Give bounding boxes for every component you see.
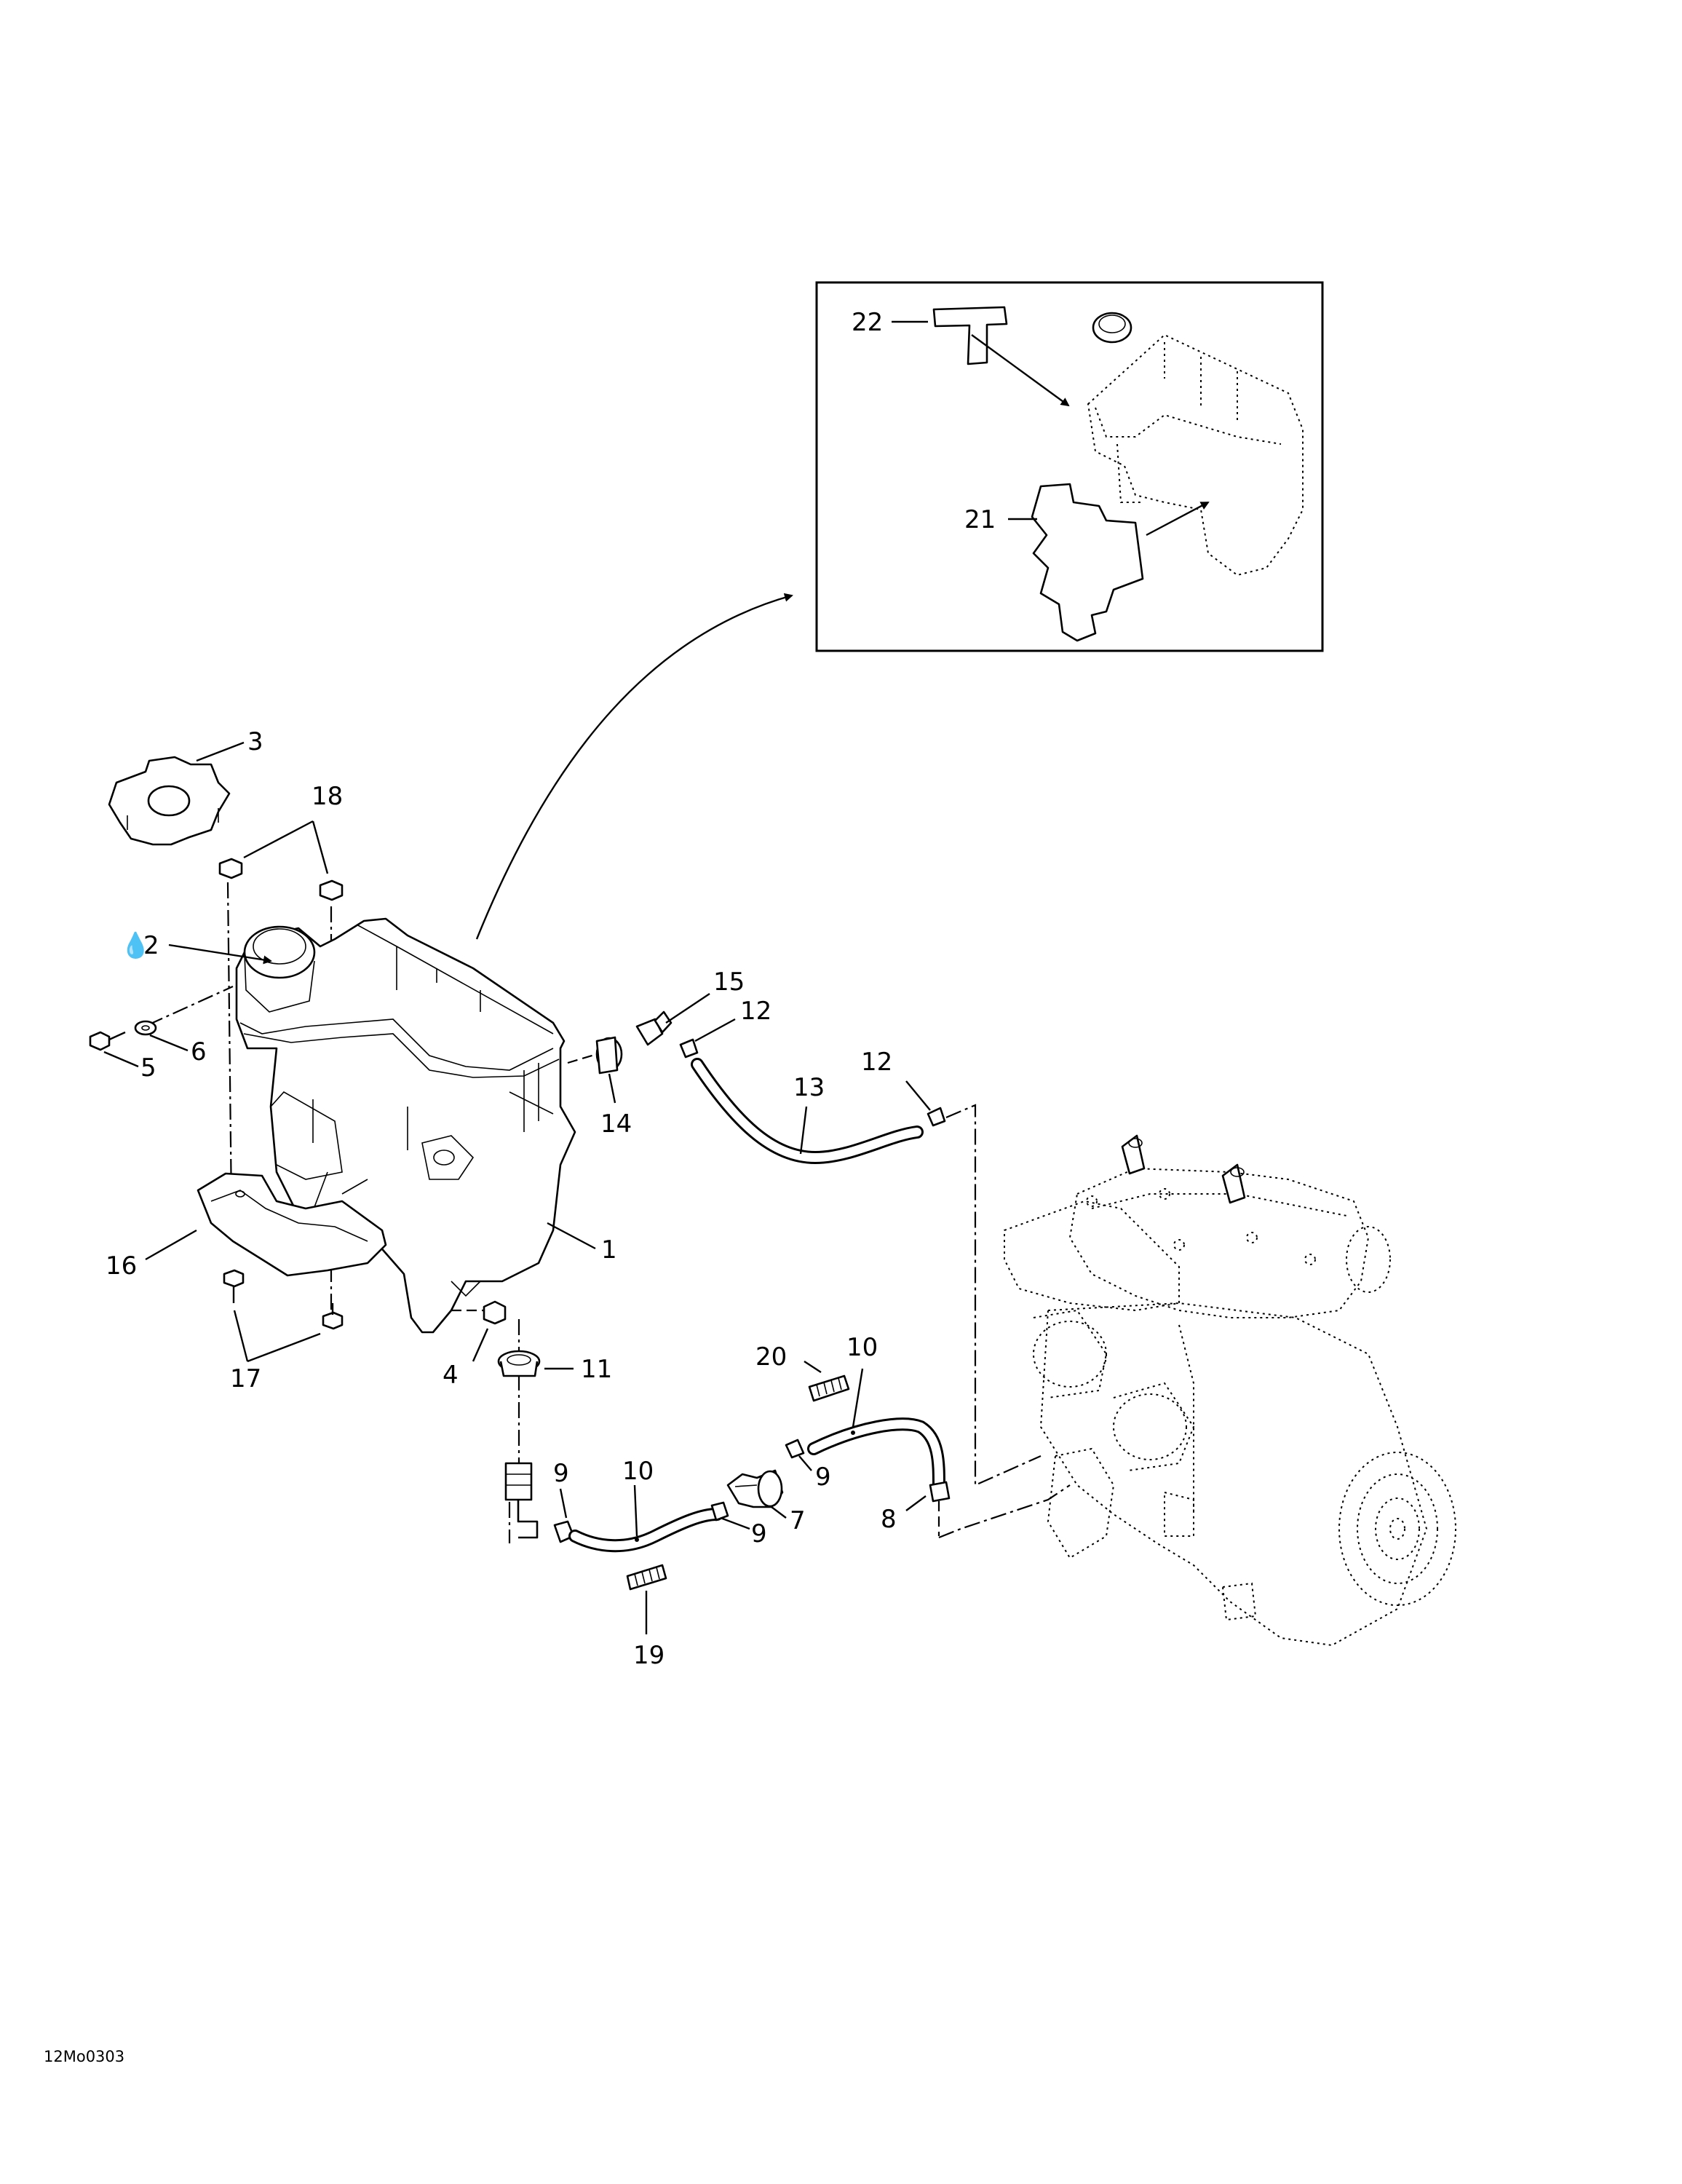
heat-shield-16 [197, 1172, 387, 1277]
callout-20: 20 [755, 1342, 787, 1372]
callout-13: 13 [793, 1073, 825, 1102]
clamp-9-mid [710, 1501, 729, 1522]
oil-hose-10-upper [807, 1417, 945, 1492]
grommet-11 [497, 1350, 541, 1377]
screw-17-right [322, 1303, 344, 1330]
nut-18-left [218, 858, 243, 879]
callout-6: 6 [191, 1037, 207, 1067]
oil-drop-icon: 💧 [120, 931, 151, 960]
callout-12a: 12 [740, 997, 771, 1026]
nut-4 [451, 1300, 507, 1325]
oil-filter-7 [726, 1469, 784, 1508]
oil-hose-10-lower [568, 1508, 723, 1553]
check-valve-14 [595, 1036, 623, 1075]
oil-cap [108, 756, 231, 846]
callout-4: 4 [443, 1361, 459, 1390]
inset-oil-tank [1087, 312, 1304, 577]
decal-21 [1031, 483, 1144, 642]
callout-9b: 9 [751, 1519, 767, 1548]
washer-6 [134, 1020, 157, 1036]
spring-20 [808, 1374, 850, 1402]
return-line-route [945, 1104, 1042, 1487]
supply-line-route [938, 1484, 1071, 1539]
nut-18-right [319, 879, 344, 901]
decal-22 [932, 306, 1008, 365]
callout-15: 15 [713, 968, 745, 997]
inset-panel: 22 21 [815, 281, 1324, 652]
spring-19 [626, 1564, 667, 1591]
inset-frame [815, 281, 1324, 652]
oil-hose-13 [691, 1058, 924, 1165]
callout-17: 17 [230, 1364, 261, 1393]
diagram-code: 12Mo0303 [44, 2048, 124, 2065]
callout-1: 1 [601, 1235, 617, 1265]
callout-12b: 12 [861, 1048, 892, 1077]
engine [1004, 1134, 1456, 1647]
callout-16: 16 [106, 1251, 137, 1281]
callout-22: 22 [852, 308, 883, 337]
callout-10b: 10 [846, 1333, 878, 1362]
callout-9a: 9 [553, 1459, 569, 1488]
callout-18: 18 [312, 782, 343, 811]
screw-5 [89, 1031, 126, 1051]
callout-10a: 10 [622, 1457, 654, 1486]
callout-21: 21 [964, 505, 996, 534]
clamp-12-right [927, 1107, 946, 1127]
elbow-fitting-15 [635, 1010, 673, 1046]
callout-2: 2 [143, 931, 159, 960]
callout-11: 11 [581, 1355, 612, 1384]
clamp-9-right [785, 1439, 805, 1459]
outlet-fitting [504, 1462, 539, 1539]
callout-3: 3 [247, 727, 263, 756]
callout-7: 7 [790, 1506, 806, 1535]
callout-14: 14 [600, 1109, 632, 1139]
callout-5: 5 [140, 1053, 156, 1083]
callout-19: 19 [633, 1641, 665, 1670]
callout-8: 8 [881, 1505, 897, 1534]
clamp-8 [929, 1481, 951, 1503]
inset-reference-arrow [475, 593, 793, 940]
callout-9c: 9 [815, 1463, 831, 1492]
screw-17-left [223, 1269, 245, 1303]
clamp-12-left [679, 1038, 699, 1059]
